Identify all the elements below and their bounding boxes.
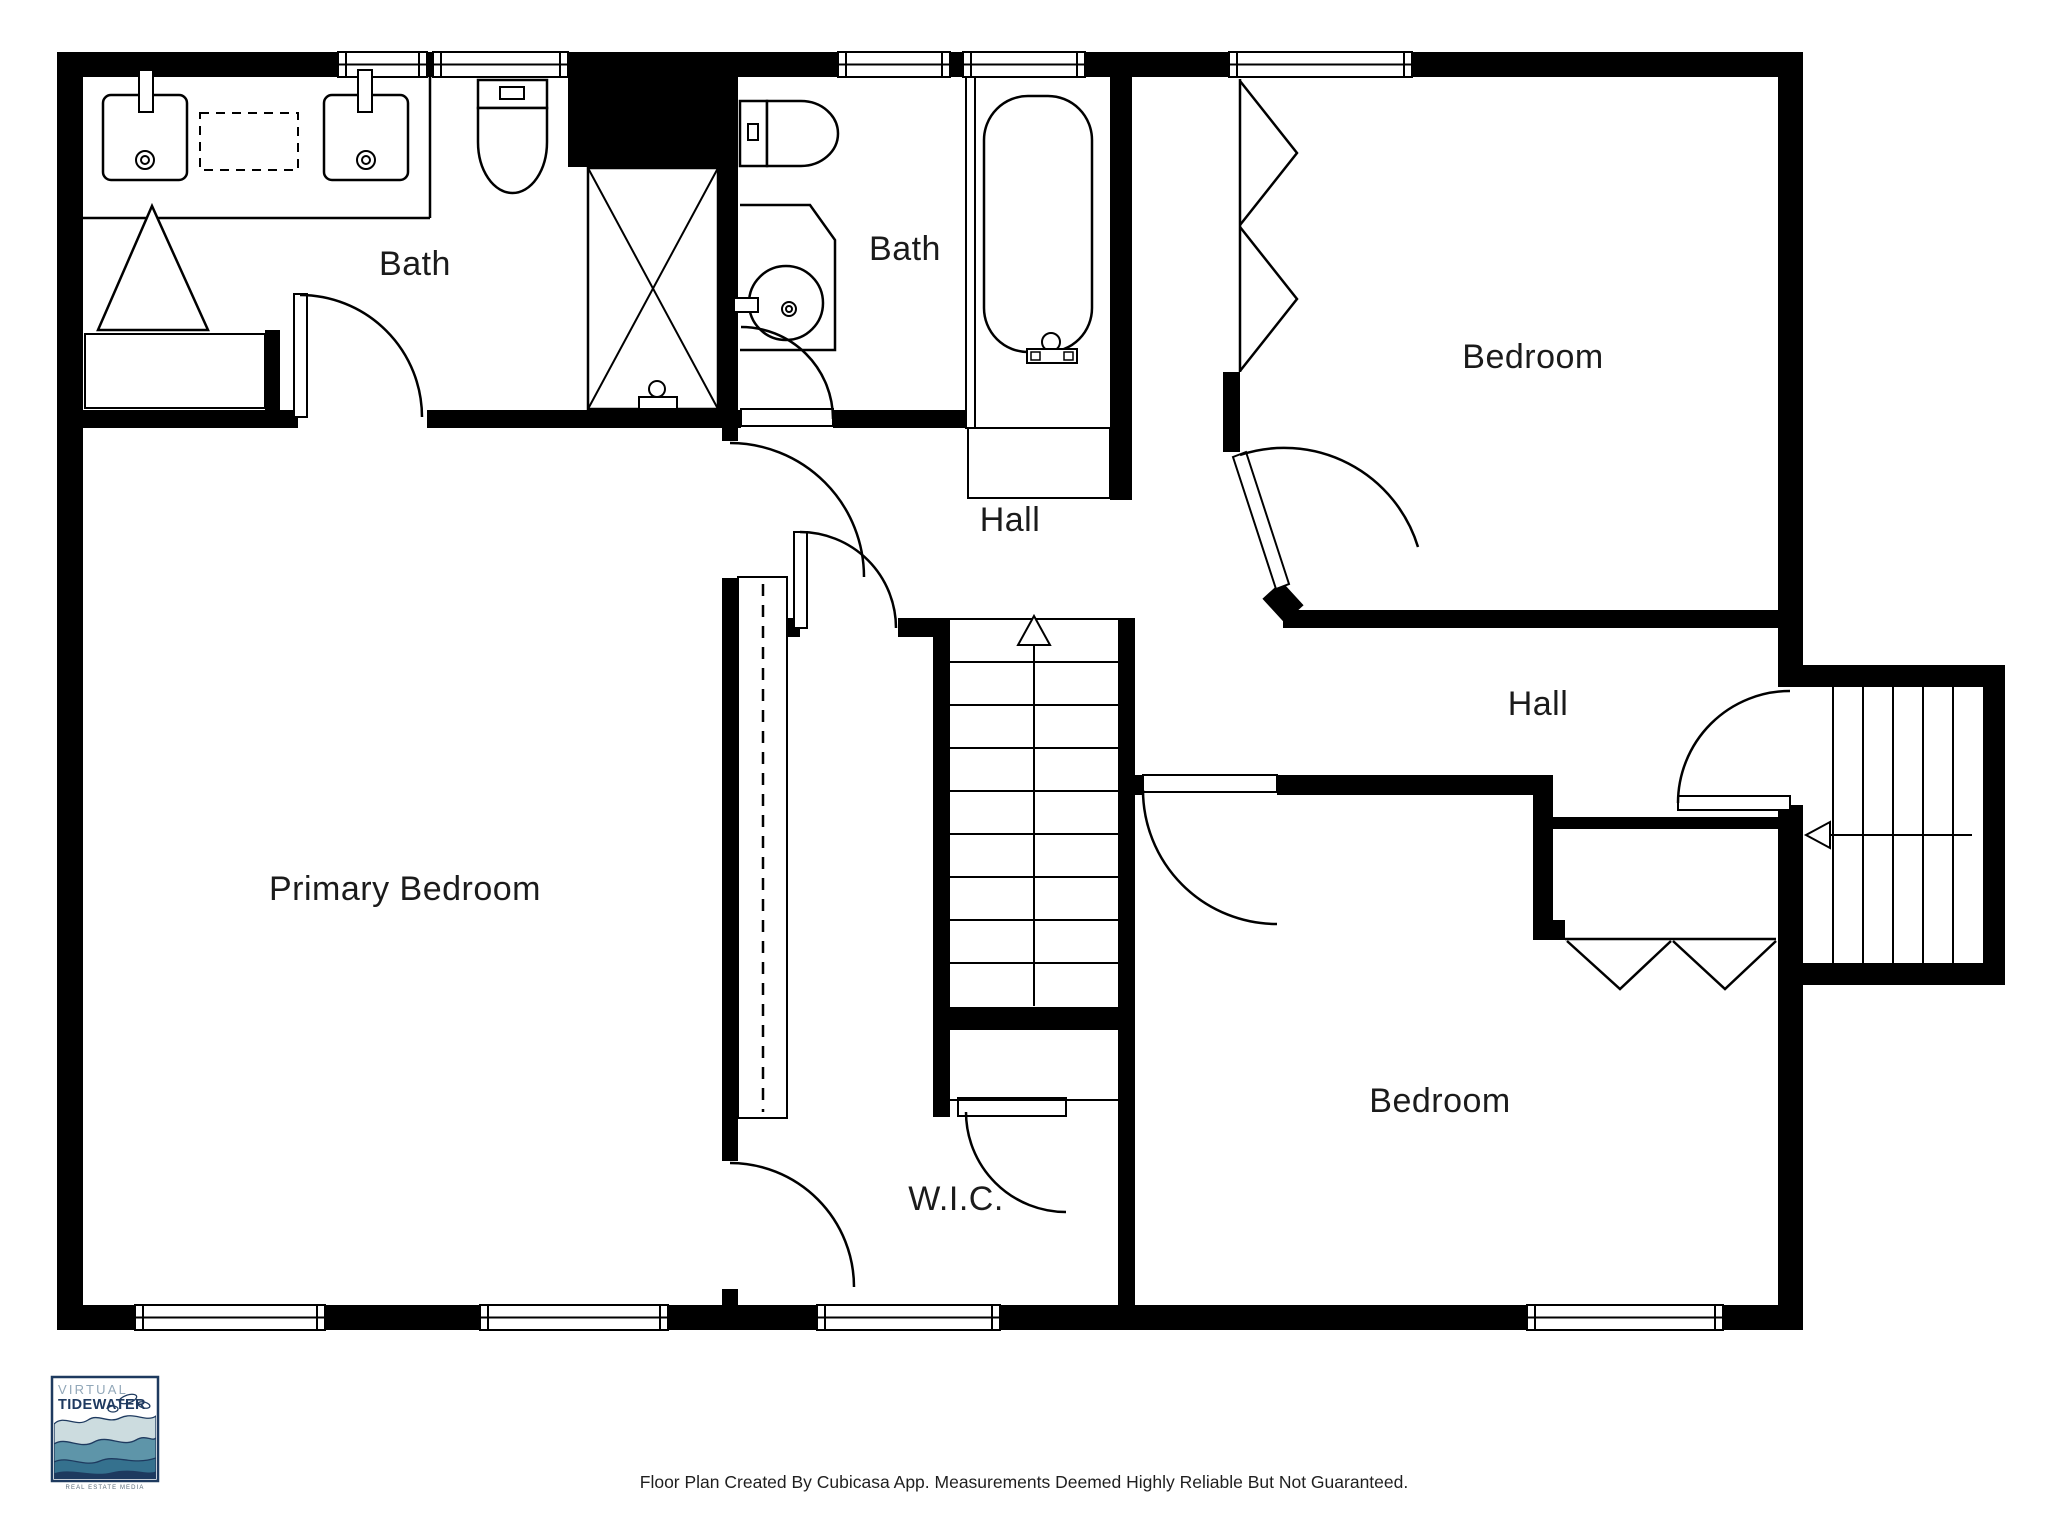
wall-tub-nook-right — [1110, 77, 1132, 500]
stairs-left-arrow-icon — [1803, 820, 1831, 850]
wall-jog-vertical — [1533, 775, 1553, 940]
shower-valve-icon — [648, 380, 666, 398]
window — [816, 1304, 1001, 1331]
linen-niche — [967, 427, 1111, 499]
window — [837, 51, 951, 78]
room-label-bedroom-bottom: Bedroom — [1369, 1082, 1511, 1120]
door-bedroom-bottom-right — [1141, 774, 1278, 926]
wall-stairbump-top — [1803, 665, 2005, 687]
logo-tagline: REAL ESTATE MEDIA — [66, 1485, 145, 1491]
shower-icon — [586, 166, 720, 411]
wall-bath-bottom — [83, 410, 968, 428]
room-label-hall-right: Hall — [1507, 685, 1569, 723]
closet-bifold-doors — [1238, 79, 1299, 372]
logo-line2: TIDEWATER — [58, 1397, 146, 1413]
vanity-counter — [83, 69, 432, 220]
room-label-primary-bedroom: Primary Bedroom — [268, 870, 542, 908]
door-bath2 — [740, 325, 835, 427]
wall-bedroom1-bottom — [1283, 610, 1778, 628]
logo-line1: VIRTUAL — [58, 1382, 128, 1397]
room-label-bedroom-top: Bedroom — [1462, 338, 1604, 376]
wall-primary-right — [722, 428, 738, 1305]
faucet-icon — [733, 297, 759, 313]
wall-wic-top-stub-right — [898, 618, 950, 637]
wave-blob — [137, 1401, 151, 1409]
logo: VIRTUAL TIDEWATER REAL ESTATE MEDIA — [50, 1375, 160, 1491]
door-hall-to-wic — [793, 530, 898, 629]
room-label-bath-1: Bath — [379, 245, 451, 283]
doors — [293, 293, 1791, 1288]
door-primary-to-hall — [729, 441, 866, 578]
wall-stairwell-right — [1118, 618, 1135, 1305]
wall-closet2-stub — [1533, 920, 1565, 940]
door-bedroom-top-right — [1231, 446, 1420, 591]
faucet-icon — [138, 69, 154, 113]
wall-left — [57, 52, 83, 1330]
wave-blob — [118, 1393, 138, 1405]
faucet-icon — [357, 69, 373, 113]
wall-diagonal-stub-top — [1223, 372, 1240, 452]
door-stairs-landing-to-wic — [957, 1097, 1067, 1214]
wall-closet-stub — [265, 330, 280, 410]
pedestal-sink-icon — [733, 203, 837, 352]
windows — [134, 51, 1724, 1331]
wall-stairbump-right — [1983, 665, 2005, 985]
wall-shower-right — [718, 167, 738, 410]
window — [134, 1304, 326, 1331]
wall-closet2-back — [1553, 817, 1778, 829]
footer-disclaimer: Floor Plan Created By Cubicasa App. Meas… — [639, 1472, 1409, 1492]
stairs-center — [950, 613, 1118, 1101]
window — [479, 1304, 669, 1331]
toilet-icon — [476, 78, 549, 195]
window — [1228, 51, 1413, 78]
room-label-hall-center: Hall — [979, 501, 1041, 539]
toilet-icon — [738, 99, 840, 168]
stairs-right — [1803, 687, 1972, 963]
wave-blob — [107, 1405, 119, 1413]
wall-openings — [298, 407, 1805, 1289]
window — [1526, 1304, 1724, 1331]
counter-gap-dashed — [199, 112, 299, 171]
wardrobe-rod — [737, 576, 788, 1119]
window — [432, 51, 569, 78]
bathtub-icon — [965, 76, 1094, 429]
closet-triangle-icon — [84, 202, 266, 409]
logo-waves — [54, 1393, 156, 1479]
wall-stairbump-bottom — [1803, 963, 2005, 985]
room-label-bath-2: Bath — [869, 230, 941, 268]
wall-diagonal-stub-bottom — [1262, 581, 1304, 623]
wall-stairwell-left — [933, 618, 950, 1117]
window — [962, 51, 1086, 78]
closet-bifold-doors — [1565, 937, 1777, 991]
door-bath1 — [293, 293, 424, 418]
room-label-wic: W.I.C. — [908, 1180, 1004, 1218]
stairs-up-arrow-icon — [1016, 613, 1052, 646]
chimney-block — [568, 52, 738, 167]
door-primary-to-wic — [729, 1161, 856, 1288]
door-hall-to-stairs — [1676, 689, 1791, 811]
wall-stairs-bottom — [950, 1007, 1135, 1030]
window — [337, 51, 428, 78]
